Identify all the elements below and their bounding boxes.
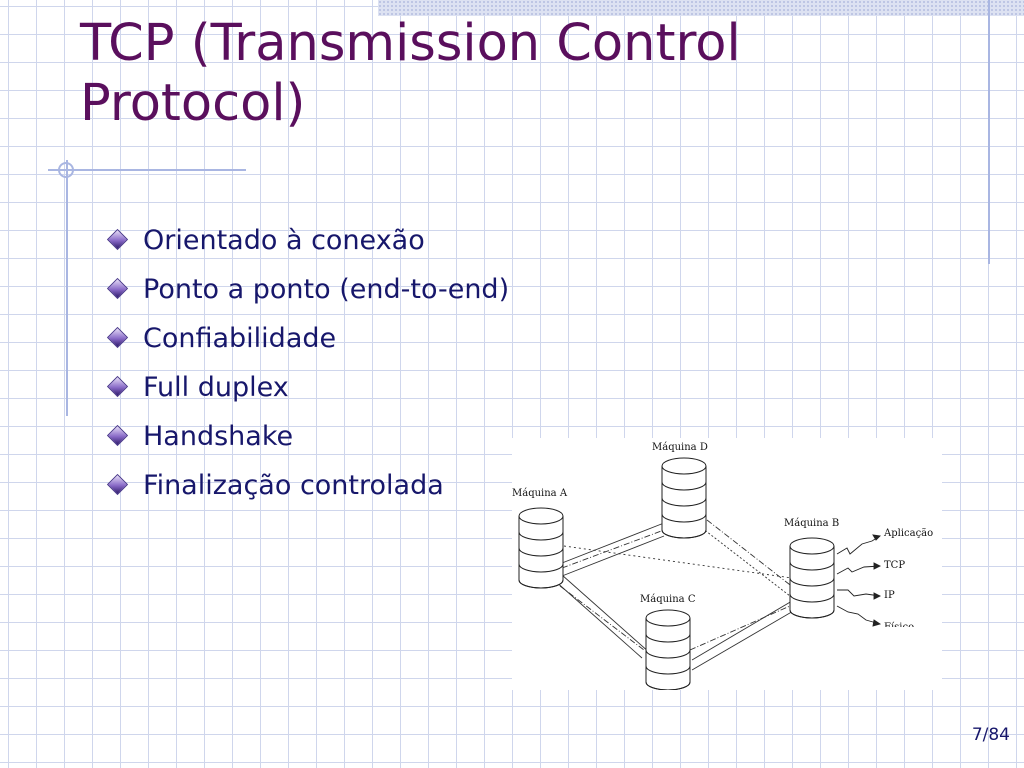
layer-arrows	[836, 534, 882, 627]
decorative-vertical-line-left	[66, 160, 68, 416]
bullet-text: Full duplex	[143, 372, 289, 403]
layer-label-tcp: TCP	[884, 560, 905, 571]
header-band	[378, 0, 1024, 16]
bullet-text: Orientado à conexão	[143, 225, 425, 256]
bullet-item: Orientado à conexão	[108, 222, 509, 271]
machine-c-disk	[645, 609, 691, 691]
bullet-item: Finalização controlada	[108, 467, 509, 516]
bullet-text: Ponto a ponto (end-to-end)	[143, 274, 510, 305]
network-diagram: Máquina A Máquina B Máquina C Máquina D …	[512, 438, 942, 691]
decorative-ring	[58, 162, 74, 178]
bullet-text: Finalização controlada	[143, 470, 444, 501]
bullet-list: Orientado à conexão Ponto a ponto (end-t…	[108, 222, 509, 516]
machine-a-label: Máquina A	[512, 488, 568, 499]
page-number: 7/84	[971, 725, 1010, 745]
machine-a-disk	[518, 507, 564, 589]
bullet-text: Confiabilidade	[143, 323, 337, 354]
bullet-item: Confiabilidade	[108, 320, 509, 369]
decorative-vertical-line-right	[988, 0, 990, 264]
title-underline	[48, 169, 246, 171]
bullet-text: Handshake	[143, 421, 294, 452]
machine-b-disk	[789, 537, 835, 619]
machine-b-label: Máquina B	[784, 518, 839, 529]
layer-label-ip: IP	[884, 590, 895, 601]
diamond-bullet-icon	[108, 426, 127, 445]
slide-title: TCP (Transmission Control Protocol)	[80, 14, 741, 133]
machine-d-label: Máquina D	[652, 442, 708, 453]
machine-d-disk	[661, 457, 707, 539]
diamond-bullet-icon	[108, 279, 127, 298]
bullet-item: Ponto a ponto (end-to-end)	[108, 271, 509, 320]
diamond-bullet-icon	[108, 377, 127, 396]
bullet-item: Full duplex	[108, 369, 509, 418]
diamond-bullet-icon	[108, 328, 127, 347]
diamond-bullet-icon	[108, 230, 127, 249]
layer-label-application: Aplicação	[883, 528, 933, 539]
link-a-d	[561, 522, 665, 577]
link-c-b	[691, 600, 796, 671]
bullet-item: Handshake	[108, 418, 509, 467]
link-a-c	[553, 574, 651, 659]
machine-c-label: Máquina C	[640, 594, 696, 605]
dashed-paths	[559, 519, 795, 651]
diamond-bullet-icon	[108, 475, 127, 494]
